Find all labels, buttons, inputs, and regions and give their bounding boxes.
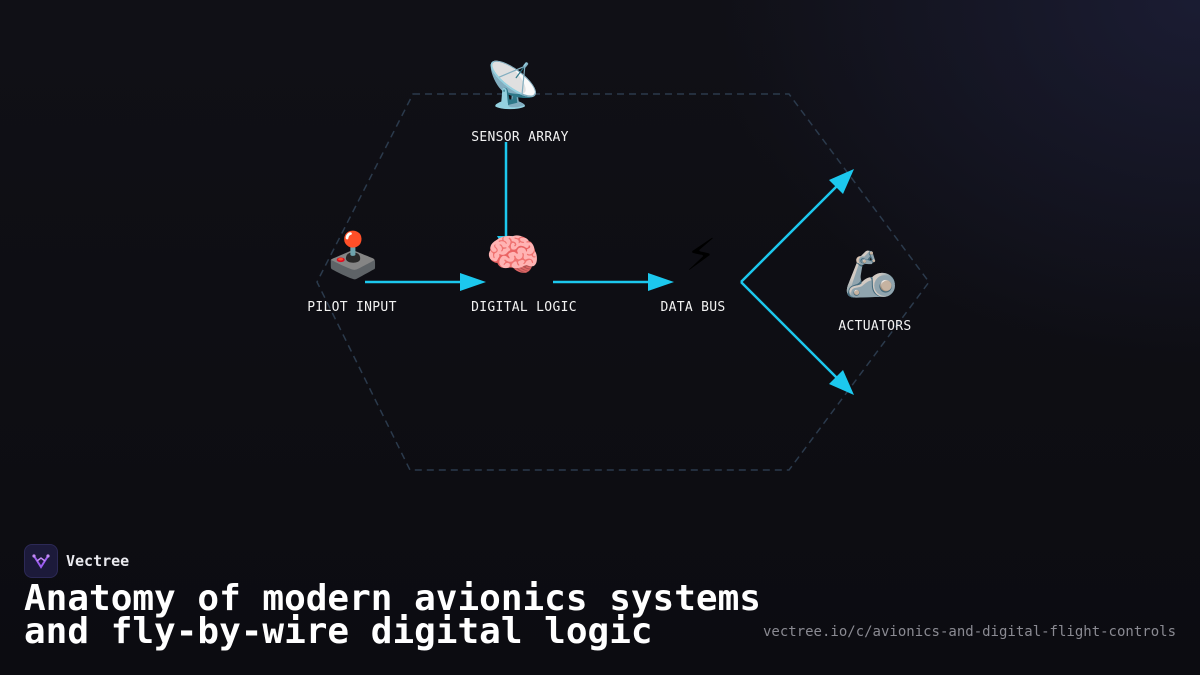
page-title-line-2: and fly-by-wire digital logic (24, 611, 653, 652)
brain-icon: 🧠 (485, 230, 541, 281)
node-label-data-bus: DATA BUS (660, 300, 726, 315)
arrowhead-pilot-to-logic (460, 273, 486, 291)
arrowhead-logic-to-bus (648, 273, 674, 291)
arrowhead-bus-to-actuators-lower (829, 370, 854, 395)
arrow-bus-to-actuators-lower (740, 281, 839, 380)
vectree-logo-icon (24, 544, 58, 578)
node-label-sensor-array: SENSOR ARRAY (471, 130, 569, 145)
source-url[interactable]: vectree.io/c/avionics-and-digital-flight… (762, 624, 1176, 640)
arrowhead-sensor-to-logic (497, 236, 515, 252)
node-label-pilot-input: PILOT INPUT (307, 300, 397, 315)
node-label-digital-logic: DIGITAL LOGIC (471, 300, 577, 315)
mechanical-arm-icon: 🦾 (843, 249, 899, 300)
satellite-antenna-icon: 📡 (485, 60, 541, 111)
brand[interactable]: Vectree (24, 544, 129, 578)
connector-arrows (365, 142, 854, 395)
hexagon-outline (316, 93, 930, 471)
page-title: Anatomy of modern avionics systems and f… (24, 578, 784, 652)
lightning-icon: ⚡ (685, 230, 717, 281)
page-title-line-1: Anatomy of modern avionics systems (24, 578, 761, 619)
arrowhead-bus-to-actuators-upper (829, 169, 854, 194)
node-label-actuators: ACTUATORS (838, 319, 912, 334)
joystick-icon: 🕹️ (325, 230, 381, 281)
arrow-bus-to-actuators-upper (740, 184, 839, 283)
brand-name: Vectree (66, 552, 130, 570)
